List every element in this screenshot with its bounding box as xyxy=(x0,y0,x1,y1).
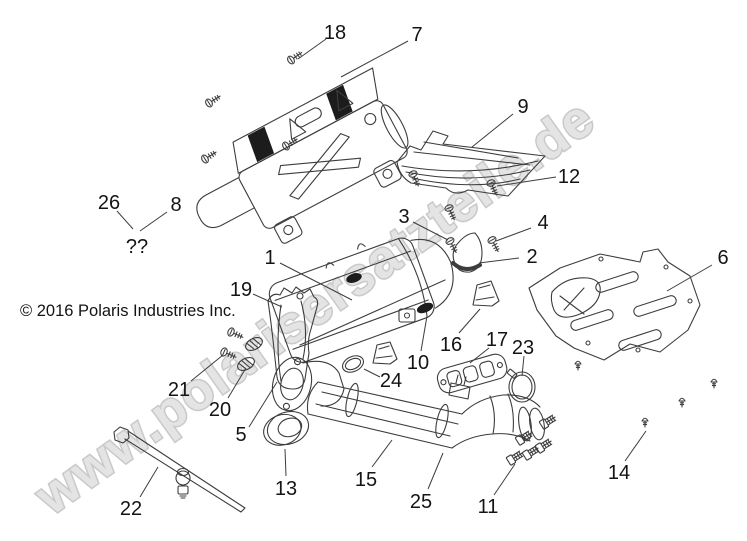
callout-leader-25 xyxy=(427,452,444,490)
callout-leader-16 xyxy=(458,308,481,334)
inlet-flange-drawing xyxy=(271,356,345,412)
callout-leader-2 xyxy=(478,257,520,264)
callout-number-3: 3 xyxy=(398,206,409,228)
callout-number-23: 23 xyxy=(512,337,534,359)
callout-leader-11 xyxy=(493,463,516,496)
callout-number-15: 15 xyxy=(355,469,377,491)
callout-number-16: 16 xyxy=(440,334,462,356)
callout-leader-15 xyxy=(371,439,393,468)
callout-number-17: 17 xyxy=(486,329,508,351)
callout-leader-13 xyxy=(284,448,287,477)
callout-number-11: 11 xyxy=(478,496,499,518)
clamp-drawing xyxy=(506,368,536,403)
callout-number-2: 2 xyxy=(526,246,537,268)
exhaust-pipe-drawing xyxy=(306,374,545,449)
callout-number-18: 18 xyxy=(324,22,346,44)
callout-leader-17 xyxy=(469,347,490,364)
manifold-gasket-drawing xyxy=(436,353,508,394)
oval-gasket-drawing xyxy=(341,355,365,373)
callout-leader-5 xyxy=(248,381,278,428)
callout-leader-9 xyxy=(471,113,514,148)
callout-number-13: 13 xyxy=(275,478,297,500)
callout-leader-21 xyxy=(190,354,224,382)
callout-leader-10 xyxy=(420,315,428,352)
callout-number-9: 9 xyxy=(517,96,528,118)
callout-leader-1 xyxy=(279,262,353,301)
callout-number-5: 5 xyxy=(235,424,246,446)
callout-leader-24 xyxy=(363,368,381,378)
rubber-mount-drawing xyxy=(372,280,500,365)
callout-leader-18 xyxy=(297,38,327,60)
callout-number-12: 12 xyxy=(558,166,580,188)
callout-leader-12 xyxy=(496,176,557,187)
seal-ring-drawing xyxy=(263,410,310,446)
callout-number-14: 14 xyxy=(608,462,630,484)
callout-number-1: 1 xyxy=(264,247,275,269)
callout-number-22: 22 xyxy=(120,498,142,520)
callout-leader-8 xyxy=(139,211,168,232)
callout-number-25: 25 xyxy=(410,491,432,513)
outlet-cap-drawing xyxy=(451,232,483,273)
callout-number-6: 6 xyxy=(717,247,728,269)
pipe-shield-bracket-drawing xyxy=(267,286,319,390)
callout-number-10: 10 xyxy=(407,352,429,374)
callout-number-7: 7 xyxy=(411,24,422,46)
callout-number-21: 21 xyxy=(168,379,190,401)
spring-on-muffler xyxy=(346,273,362,283)
callout-number-??: ?? xyxy=(126,236,148,258)
exhaust-spring-drawing xyxy=(416,302,434,314)
callout-number-26: 26 xyxy=(98,192,120,214)
callout-number-20: 20 xyxy=(209,399,231,421)
callout-number-24: 24 xyxy=(380,370,402,392)
callout-leader-20 xyxy=(227,367,247,399)
hanger-rod-drawing xyxy=(113,426,246,513)
skid-plate-drawing xyxy=(528,248,701,361)
callout-leader-26 xyxy=(116,210,134,230)
callout-number-4: 4 xyxy=(537,212,548,234)
callout-leader-19 xyxy=(252,293,283,308)
upper-heat-shield-drawing xyxy=(196,67,409,244)
corrugated-shield-drawing xyxy=(396,130,546,197)
callout-leader-7 xyxy=(340,40,409,78)
push-pin-drawing xyxy=(574,360,718,428)
callout-leader-22 xyxy=(139,466,159,498)
muffler-drawing xyxy=(268,237,454,363)
callout-leader-6 xyxy=(666,264,713,292)
callout-leader-14 xyxy=(624,430,647,462)
callout-number-19: 19 xyxy=(230,279,252,301)
copyright-text: © 2016 Polaris Industries Inc. xyxy=(20,302,236,320)
callout-leader-23 xyxy=(521,355,525,377)
callout-leader-4 xyxy=(495,227,532,242)
callout-leader-3 xyxy=(412,221,449,241)
callout-number-8: 8 xyxy=(170,194,181,216)
